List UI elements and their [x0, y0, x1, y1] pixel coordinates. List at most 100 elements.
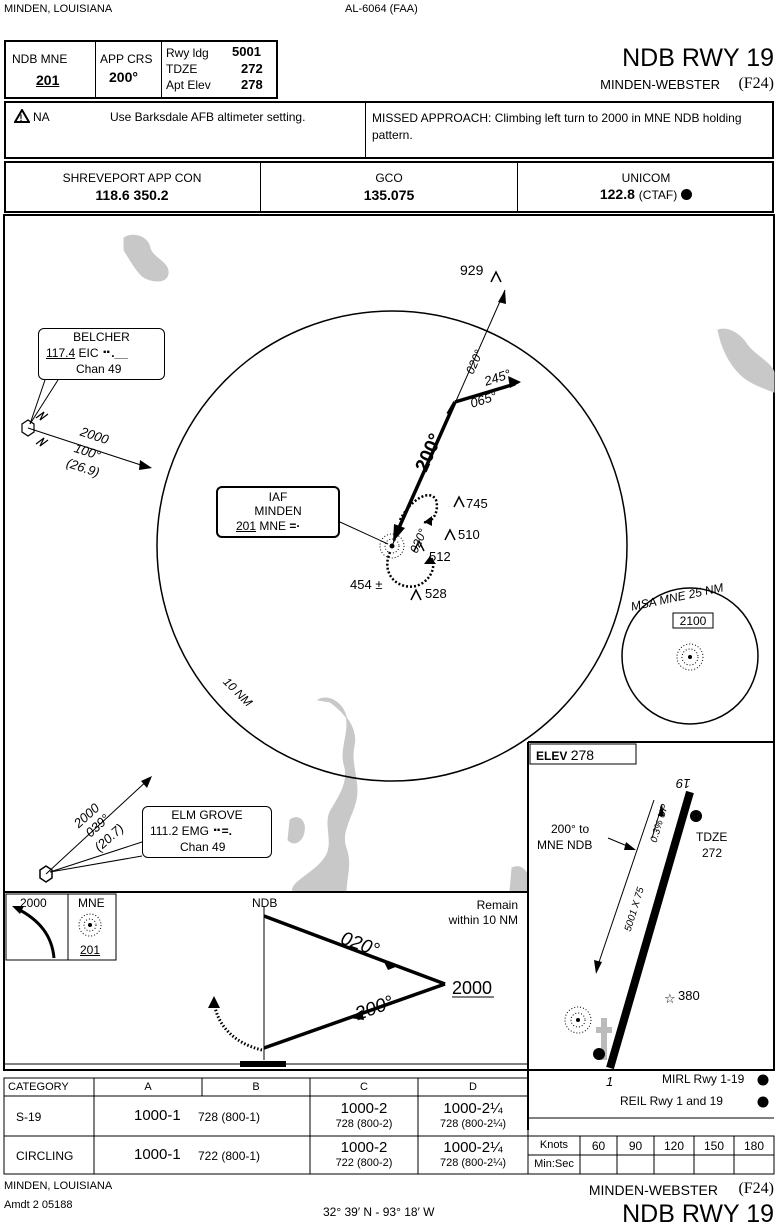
footer-coords: 32° 39′ N - 93° 18′ W [323, 1205, 435, 1219]
min-row-s19-c-sub: 728 (800-2) [335, 1118, 393, 1130]
min-row-circling-d-sub: 728 (800-2¼) [439, 1157, 507, 1169]
footer-location: MINDEN, LOUISIANA [4, 1180, 113, 1192]
belcher-freq-line: 117.4 EIC ⠒.__ [46, 346, 128, 360]
reil-note: REIL Rwy 1 and 19 [620, 1094, 723, 1108]
water-bodies [123, 234, 775, 893]
elmgrove-chan: Chan 49 [180, 840, 226, 854]
nav-freq: 201 [36, 72, 60, 88]
gco-label: GCO [375, 171, 403, 185]
procedure-title: NDB RWY 19 [622, 44, 774, 72]
knots-label: Knots [539, 1139, 569, 1151]
min-header-c: C [360, 1081, 368, 1093]
elmgrove-name: ELM GROVE [171, 808, 243, 822]
knots-150: 150 [703, 1139, 725, 1153]
profile-alt-2000: 2000 [452, 978, 493, 998]
min-header-b: B [252, 1081, 260, 1093]
knots-180: 180 [743, 1139, 765, 1153]
iaf-label: IAF [268, 490, 288, 504]
ndb-arrow-text-1: 200° to [551, 822, 590, 836]
remain-line-2: within 10 NM [448, 913, 518, 927]
remain-line-1: Remain [476, 898, 518, 912]
footer-procedure: NDB RWY 19 [622, 1200, 774, 1228]
app-con-label: SHREVEPORT APP CON [62, 171, 202, 185]
comms-box [4, 161, 774, 213]
belcher-vor-icon [21, 411, 49, 447]
min-row-circling-d-main: 1000-2¼ [443, 1139, 503, 1156]
min-header-category: CATEGORY [8, 1081, 69, 1093]
ctaf-circle-icon [681, 189, 693, 200]
svg-text:☆: ☆ [664, 991, 676, 1006]
chart-id: AL-6064 (FAA) [345, 3, 418, 15]
gco-freq: 135.075 [363, 187, 415, 203]
tdze-value: 272 [241, 61, 263, 76]
min-row-circling-c-main: 1000-2 [340, 1139, 388, 1156]
min-header-a: A [144, 1081, 152, 1093]
iaf-box [216, 486, 340, 538]
apt-elev-label: Apt Elev [166, 78, 211, 92]
ndb-arrow-text-2: MNE NDB [537, 838, 593, 852]
obstacle-512: 512 [429, 549, 451, 564]
app-con-freq: 118.6 350.2 [95, 187, 169, 203]
profile-ndb-label: NDB [252, 896, 278, 910]
min-row-s19-cat: S-19 [16, 1110, 42, 1124]
minsec-label: Min:Sec [534, 1158, 574, 1170]
elev-label: ELEV 278 [536, 747, 595, 763]
obstacle-454: 454 ± [350, 577, 383, 592]
elmgrove-freq-line: 111.2 EMG ⠒=. [150, 824, 232, 838]
obstacle-symbols [410, 270, 502, 601]
notes-box [4, 101, 774, 159]
min-row-s19-d-sub: 728 (800-2¼) [439, 1118, 507, 1130]
elmgrove-box [142, 806, 272, 858]
min-row-s19-ab-main: 1000-1 [134, 1107, 181, 1124]
rwy-ldg-value: 5001 [232, 44, 261, 59]
header-location: MINDEN, LOUISIANA [4, 3, 113, 15]
profile-missed-alt: 2000 [20, 896, 47, 910]
airport-name: MINDEN-WEBSTER [600, 77, 720, 92]
obstacle-380: 380 [678, 988, 700, 1003]
min-row-s19-ab-sub: 728 (800-1) [198, 1110, 261, 1124]
airport-id: (F24) [738, 75, 774, 92]
obstacle-929: 929 [460, 262, 484, 278]
apt-elev-value: 278 [241, 77, 263, 92]
tdze-label: TDZE [166, 62, 198, 76]
obstacle-528: 528 [425, 586, 447, 601]
elm-grove-vor-icon [39, 865, 53, 883]
min-row-circling-cat: CIRCLING [16, 1149, 74, 1163]
min-row-s19-d-main: 1000-2¼ [443, 1100, 503, 1117]
profile-mne-label: MNE [78, 896, 105, 910]
airport-tdze-label: TDZE [696, 830, 728, 844]
profile-mne-freq: 201 [80, 943, 101, 957]
belcher-box [38, 328, 165, 380]
nav-label: NDB MNE [12, 52, 68, 66]
knots-60: 60 [591, 1139, 606, 1153]
na-note: NA [33, 110, 50, 124]
altimeter-note: Use Barksdale AFB altimeter setting. [110, 110, 306, 124]
min-row-s19-c-main: 1000-2 [340, 1100, 388, 1117]
mirl-note: MIRL Rwy 1-19 [662, 1072, 745, 1086]
airport-tdze-value: 272 [702, 846, 723, 860]
knots-90: 90 [628, 1139, 643, 1153]
min-row-circling-ab-main: 1000-1 [134, 1146, 181, 1163]
rwy-ldg-label: Rwy ldg [166, 46, 209, 60]
min-header-d: D [469, 1081, 477, 1093]
app-crs-label: APP CRS [100, 52, 153, 66]
footer-amdt: Amdt 2 05188 [4, 1199, 73, 1211]
msa-alt: 2100 [679, 614, 707, 628]
obstacle-745: 745 [466, 496, 488, 511]
min-row-circling-ab-sub: 722 (800-1) [198, 1149, 261, 1163]
unicom-label: UNICOM [621, 171, 671, 185]
knots-120: 120 [663, 1139, 685, 1153]
belcher-name: BELCHER [73, 330, 130, 344]
svg-text:!: ! [20, 113, 23, 123]
header-info-box [4, 40, 278, 99]
footer-airport: MINDEN-WEBSTER [588, 1182, 718, 1198]
warning-triangle-icon: ! [14, 109, 30, 123]
missed-approach-note: MISSED APPROACH: Climbing left turn to 2… [372, 111, 742, 142]
unicom-freq: 122.8 (CTAF) [518, 186, 774, 202]
app-crs-value: 200° [109, 69, 138, 85]
obstacle-510: 510 [458, 527, 480, 542]
footer-airport-id: (F24) [738, 1180, 774, 1197]
iaf-freq-line: 201 MNE =· [236, 519, 301, 533]
iaf-name: MINDEN [254, 504, 302, 518]
